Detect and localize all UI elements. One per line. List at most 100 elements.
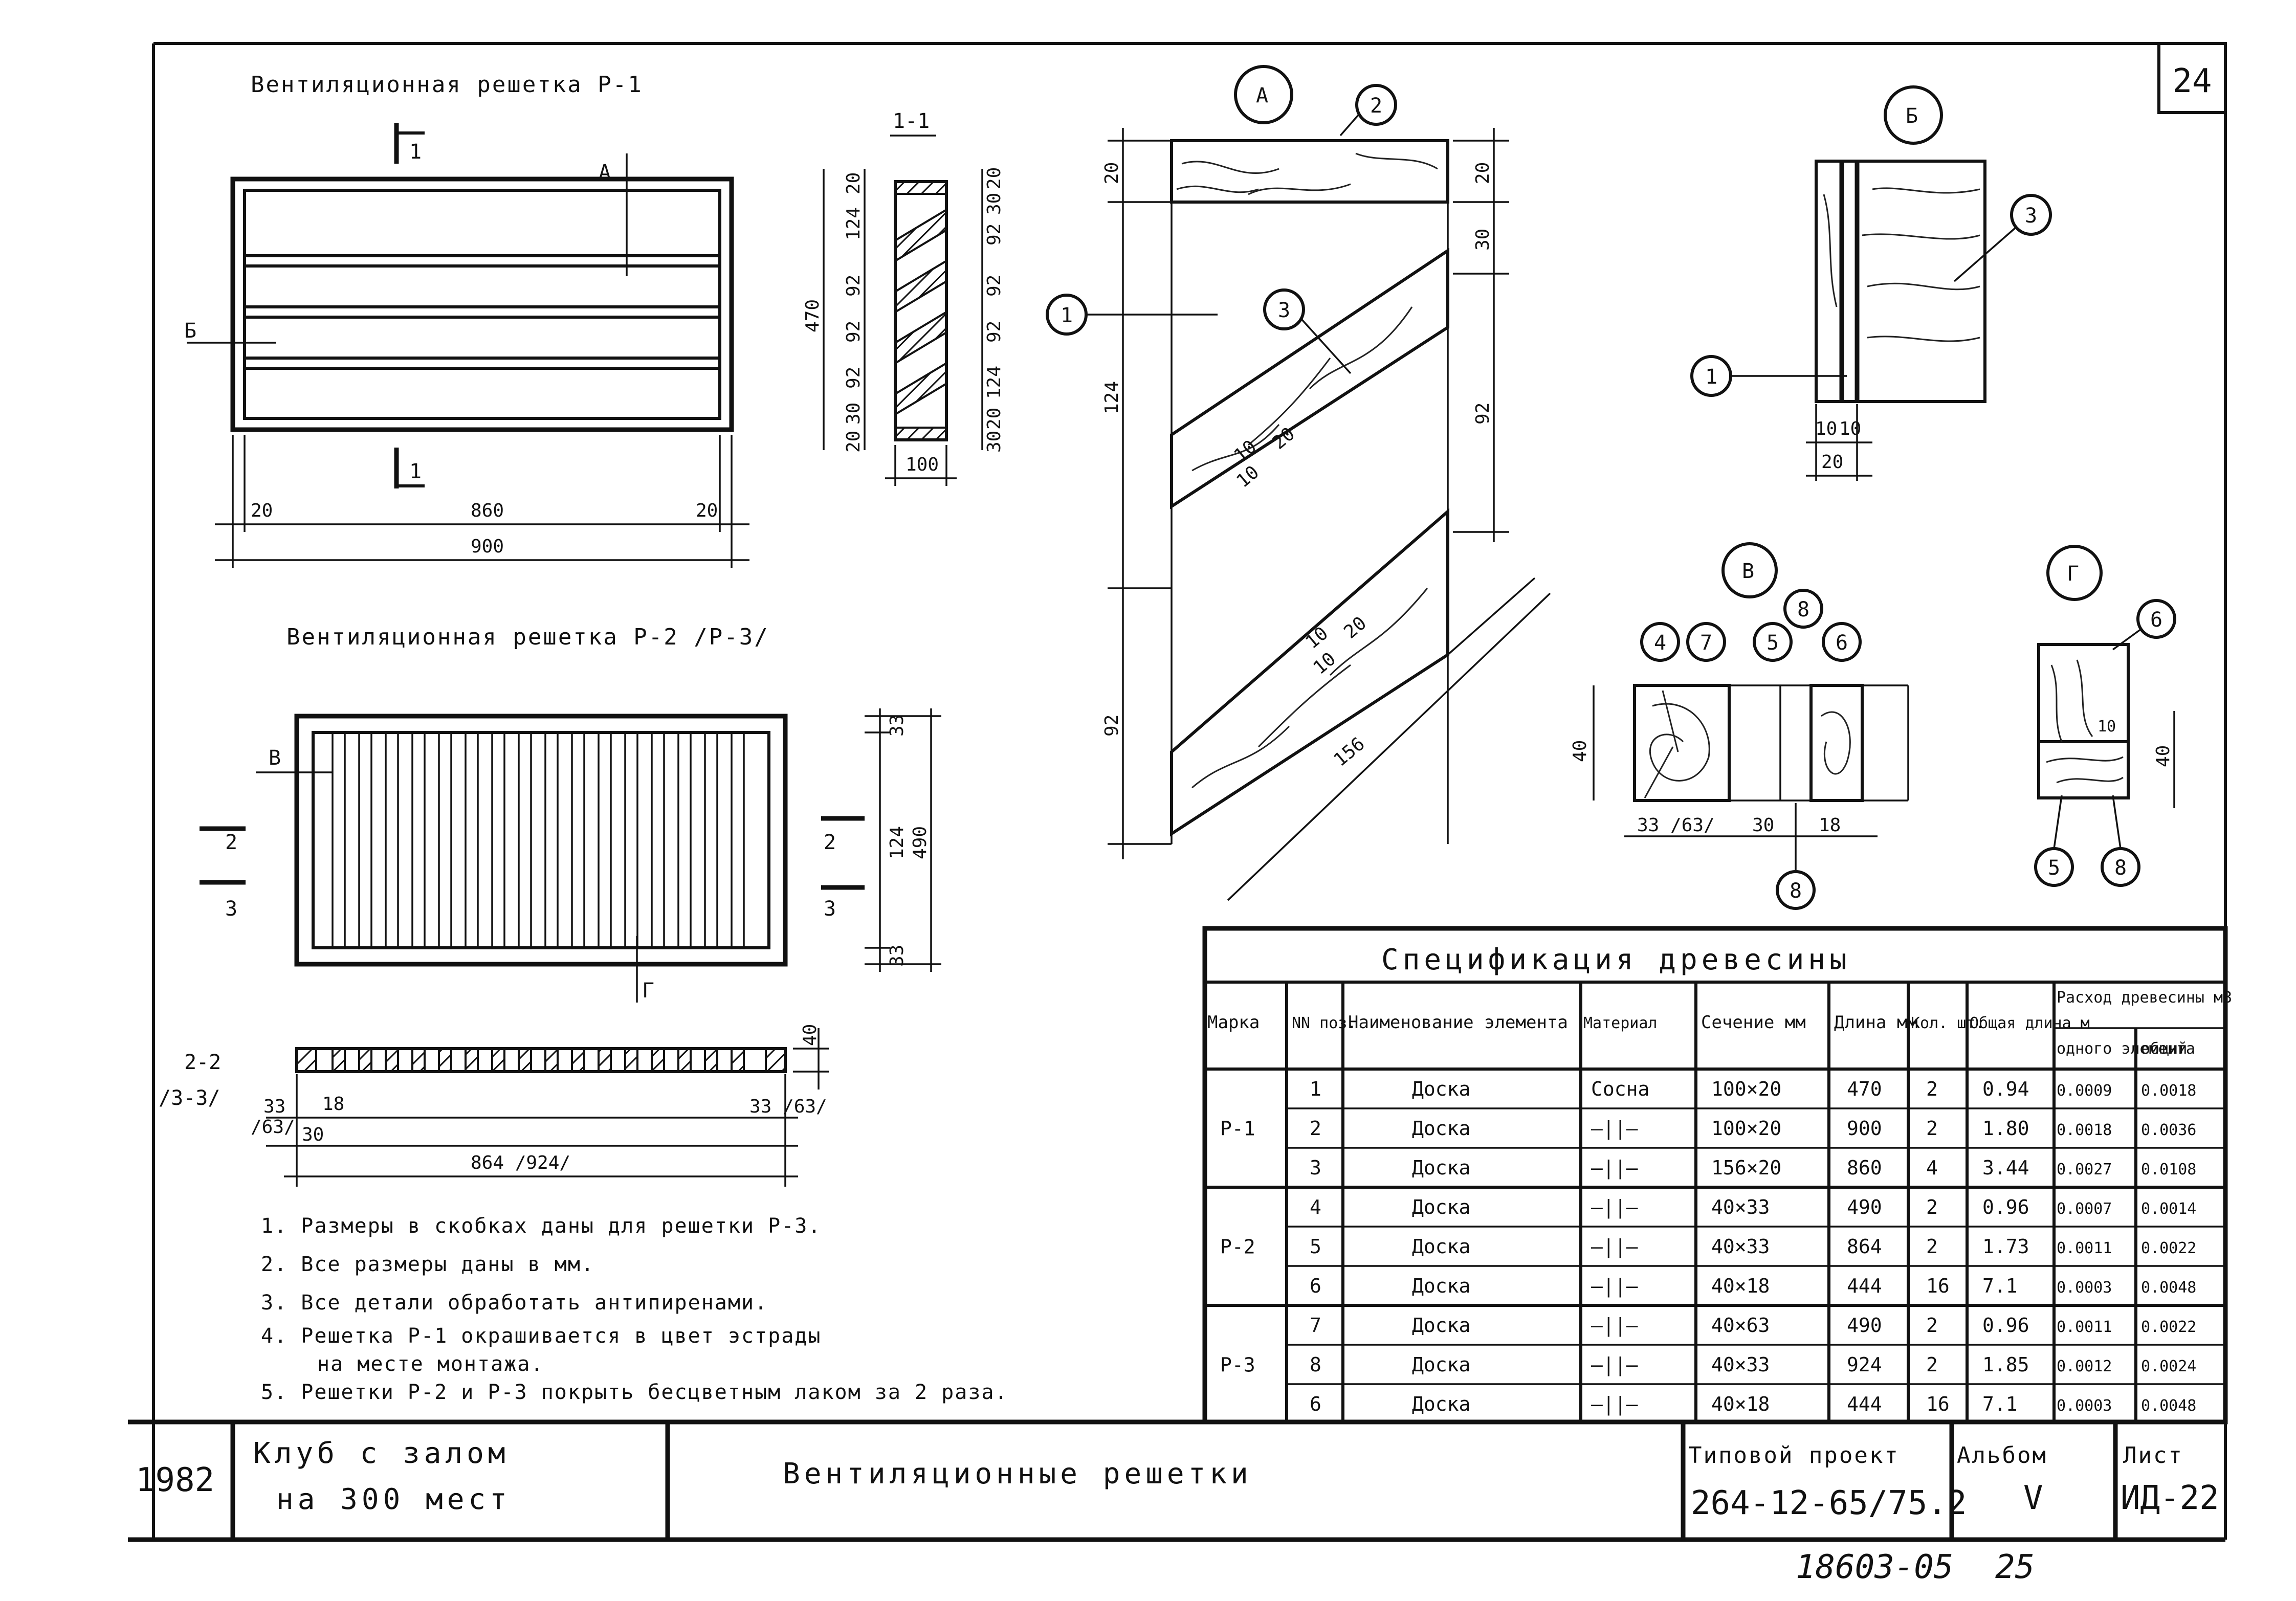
spec-cell: 0.0048 (2141, 1279, 2196, 1297)
grille-p1-cut-bottom: 1 (409, 460, 422, 483)
grille-p2-cut-2-right: 2 (824, 831, 836, 854)
spec-cell: 2 (1926, 1117, 1938, 1140)
spec-cell: 16 (1926, 1393, 1950, 1415)
section-2-2-dim-slat: 18 (322, 1094, 344, 1115)
title-album-value: V (2023, 1479, 2043, 1517)
spec-cell: 900 (1847, 1117, 1882, 1140)
title-typical-project-label: Типовой проект (1688, 1442, 1900, 1469)
title-drawing-name: Вентиляционные решетки (783, 1457, 1252, 1491)
spec-header: Длина мм (1834, 1012, 1918, 1033)
spec-header: Марка (1207, 1012, 1260, 1033)
spec-cell: 40×33 (1711, 1353, 1770, 1376)
sheet-number-box: 24 (2157, 42, 2227, 114)
p2-section-slat (731, 1048, 745, 1073)
grille-p1-dim-1: 20 (251, 500, 273, 521)
grille-p2-label-v: В (269, 746, 281, 770)
note-4: 4. Решетка Р-1 окрашивается в цвет эстра… (261, 1324, 821, 1348)
spec-table-title: Спецификация древесины (1381, 943, 1851, 976)
grille-p2-title: Вентиляционная решетка Р-2 /Р-3/ (286, 624, 769, 650)
spec-cell: 0.0036 (2141, 1121, 2196, 1139)
spec-cell: 0.96 (1982, 1314, 2029, 1337)
grille-p1-view: Вентиляционная решетка Р-1 1 1 А Б 20 86… (184, 72, 749, 568)
spec-cell: 2 (1926, 1353, 1938, 1376)
p2-slat (385, 731, 399, 949)
grille-p1-title: Вентиляционная решетка Р-1 (251, 72, 643, 98)
detail-v-callout-5: 5 (1767, 631, 1779, 655)
detail-a-dim-3: 92 (1101, 715, 1122, 737)
spec-cell: 860 (1847, 1157, 1882, 1179)
p2-section-slat (571, 1048, 585, 1073)
detail-b-dim-2: 10 (1839, 418, 1861, 439)
spec-cell: 7.1 (1982, 1275, 2018, 1297)
title-block: 1982 Клуб с залом на 300 мест Вентиляцио… (136, 1422, 2219, 1540)
spec-header: Материал (1583, 1014, 1658, 1032)
detail-g-dim-2: 10 (2098, 718, 2116, 736)
spec-cell: —||— (1591, 1314, 1638, 1337)
p2-slat (624, 731, 638, 949)
grille-p1-label-b: Б (184, 319, 196, 343)
detail-b-callout-3: 3 (2025, 204, 2037, 228)
detail-a-dim-5: 30 (1472, 229, 1493, 251)
section-3-3-label: /3-3/ (159, 1086, 220, 1110)
spec-cell: 3 (1310, 1157, 1321, 1179)
p2-slat (438, 731, 452, 949)
spec-cell: —||— (1591, 1235, 1638, 1258)
p2-section-frame-left (296, 1048, 317, 1073)
p2-slat (465, 731, 479, 949)
p2-section-slat (438, 1048, 452, 1073)
spec-cell: 0.0009 (2057, 1082, 2112, 1100)
grille-p1-dim-3: 20 (696, 500, 718, 521)
spec-cell: 924 (1847, 1353, 1882, 1376)
grille-p2-cut-2-left: 2 (225, 831, 237, 854)
detail-a-callout-3: 3 (1278, 299, 1290, 322)
p2-slat (491, 731, 505, 949)
spec-cell: 6 (1310, 1275, 1321, 1297)
spec-cell: 5 (1310, 1235, 1321, 1258)
section-1-1-left-dim-1: 20 (843, 172, 864, 194)
p2-slat (544, 731, 559, 949)
detail-b-dim-1: 10 (1815, 418, 1837, 439)
spec-header: Кол. шт. (1911, 1014, 1985, 1032)
spec-cell: 156×20 (1711, 1157, 1781, 1179)
spec-cell: 40×33 (1711, 1196, 1770, 1218)
spec-cell: Доска (1412, 1235, 1470, 1258)
spec-cell: 0.0018 (2141, 1082, 2196, 1100)
note-5: 5. Решетки Р-2 и Р-3 покрыть бесцветным … (261, 1381, 1008, 1404)
section-1-1-title: 1-1 (893, 109, 930, 133)
detail-g-label: Г (2067, 562, 2079, 586)
section-1-1-right-dim-2: 30 (984, 193, 1005, 215)
spec-cell: 0.0108 (2141, 1161, 2196, 1178)
spec-cell: 1.85 (1982, 1353, 2029, 1376)
section-1-1-left-dim-6: 30 (843, 403, 864, 425)
spec-cell: 8 (1310, 1353, 1321, 1376)
section-2-2-dim-gap: 30 (302, 1124, 324, 1145)
title-typical-project-number: 264-12-65/75.2 (1691, 1484, 1967, 1522)
detail-a-dim-8: 10 (1232, 462, 1263, 492)
section-1-1-right-dim-8: 30 (984, 431, 1005, 453)
p2-section-slat (358, 1048, 372, 1073)
p2-section-slat (544, 1048, 559, 1073)
spec-cell: Сосна (1591, 1078, 1649, 1100)
spec-cell: Доска (1412, 1353, 1470, 1376)
p2-section-slat (651, 1048, 665, 1073)
detail-a-dim-12: 20 (1340, 613, 1371, 643)
grille-p1-label-a: А (599, 161, 611, 184)
spec-cell: —||— (1591, 1117, 1638, 1140)
spec-cell: Доска (1412, 1275, 1470, 1297)
detail-v-callout-8-bottom: 8 (1790, 879, 1802, 903)
spec-cell: —||— (1591, 1353, 1638, 1376)
spec-cell: 444 (1847, 1275, 1882, 1297)
p2-slat (704, 731, 718, 949)
spec-cell: 40×63 (1711, 1314, 1770, 1337)
section-1-1-left-dim-7: 20 (843, 431, 864, 453)
p2-slat (677, 731, 692, 949)
section-1-1-right-dim-4: 92 (984, 275, 1005, 297)
detail-v-dim-4: 18 (1819, 815, 1841, 836)
p2-section-slat (624, 1048, 638, 1073)
section-1-1-left-dim-3: 92 (843, 275, 864, 297)
spec-cell: 0.96 (1982, 1196, 2029, 1218)
p2-slat (731, 731, 745, 949)
spec-cell: Доска (1412, 1393, 1470, 1415)
